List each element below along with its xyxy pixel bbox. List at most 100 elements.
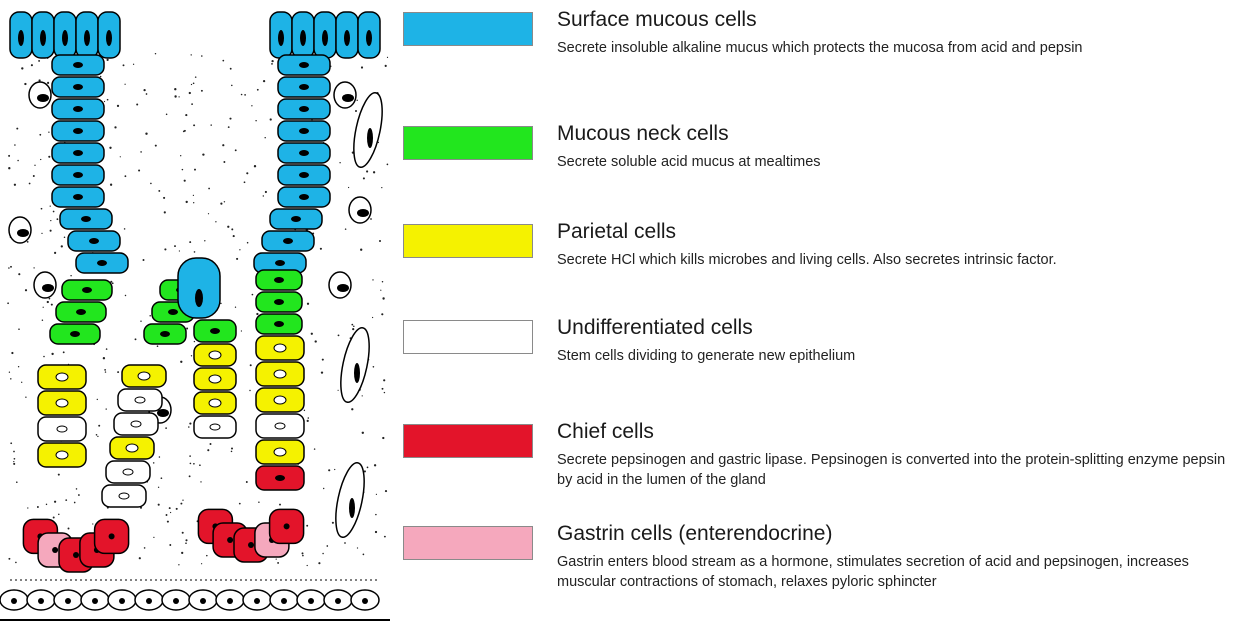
tissue-dot	[117, 105, 119, 107]
tissue-dot	[246, 172, 248, 174]
tissue-dot	[97, 399, 98, 400]
tissue-dot	[194, 169, 196, 171]
tissue-dot	[189, 241, 191, 243]
tissue-dot	[207, 449, 209, 451]
tissue-dot	[189, 455, 191, 457]
tissue-dot	[363, 554, 365, 556]
tissue-dot	[236, 258, 238, 260]
tissue-dot	[140, 151, 142, 153]
basal-cell-nucleus	[200, 598, 206, 604]
basal-cell-nucleus	[254, 598, 260, 604]
tissue-dot	[178, 96, 179, 97]
tissue-dot	[188, 426, 190, 428]
tissue-dot	[38, 60, 40, 62]
cell-nucleus	[299, 62, 309, 68]
legend-description: Secrete HCl which kills microbes and liv…	[557, 250, 1237, 270]
tissue-dot	[123, 64, 125, 66]
tissue-dot	[76, 488, 78, 490]
tissue-dot	[247, 242, 249, 244]
tissue-dot	[382, 281, 383, 282]
tissue-dot	[311, 333, 313, 335]
tissue-dot	[104, 369, 106, 371]
tissue-dot	[110, 184, 112, 186]
tissue-dot	[8, 155, 10, 157]
cell-nucleus	[160, 331, 170, 337]
tissue-dot	[387, 57, 388, 58]
tissue-dot	[178, 564, 179, 565]
tissue-dot	[332, 522, 334, 524]
cell-nucleus	[274, 396, 286, 404]
tissue-dot	[193, 195, 194, 196]
tissue-dot	[27, 241, 29, 243]
tissue-dot	[381, 313, 383, 315]
cell-nucleus	[210, 424, 220, 430]
tissue-dot	[174, 88, 176, 90]
cell-nucleus	[275, 423, 285, 429]
legend-title: Chief cells	[557, 420, 654, 444]
tissue-dot	[11, 352, 13, 354]
fibroblast-nucleus	[367, 128, 373, 148]
tissue-dot	[144, 547, 146, 549]
tissue-dot	[189, 475, 191, 477]
tissue-dot	[25, 289, 27, 291]
tissue-dot	[31, 64, 33, 66]
tissue-dot	[106, 408, 107, 409]
tissue-dot	[13, 463, 15, 465]
tissue-dot	[50, 205, 51, 206]
tissue-dot	[208, 188, 210, 190]
tissue-dot	[322, 359, 324, 361]
tissue-dot	[47, 82, 49, 84]
cell-nucleus	[57, 426, 67, 432]
tissue-dot	[181, 552, 183, 554]
tissue-dot	[326, 545, 328, 547]
tissue-dot	[224, 201, 225, 202]
tissue-dot	[48, 156, 50, 158]
tissue-dot	[348, 187, 349, 188]
tissue-dot	[227, 226, 229, 228]
legend-title: Mucous neck cells	[557, 122, 729, 146]
tissue-dot	[46, 504, 47, 505]
tissue-dot	[321, 371, 323, 373]
tissue-dot	[114, 126, 116, 128]
tissue-dot	[210, 443, 212, 445]
tissue-dot	[351, 324, 353, 326]
tissue-dot	[140, 320, 141, 321]
tissue-dot	[124, 84, 125, 85]
tissue-dot	[174, 95, 176, 97]
cell-nucleus	[106, 30, 112, 46]
cell-nucleus	[299, 84, 309, 90]
tissue-dot	[180, 503, 182, 505]
tissue-dot	[318, 562, 320, 564]
tissue-dot	[215, 221, 216, 222]
swatch-mucous-neck	[403, 126, 533, 160]
basal-cell-nucleus	[362, 598, 368, 604]
tissue-dot	[235, 307, 236, 308]
tissue-dot	[14, 144, 16, 146]
tissue-dot	[231, 228, 233, 230]
tissue-dot	[375, 514, 376, 515]
tissue-dot	[302, 552, 304, 554]
cell-nucleus	[274, 344, 286, 352]
tissue-dot	[10, 442, 12, 444]
tissue-dot	[363, 177, 365, 179]
legend-description: Secrete soluble acid mucus at mealtimes	[557, 152, 1237, 172]
tissue-dot	[139, 557, 141, 559]
tissue-dot	[158, 504, 160, 506]
tissue-dot	[53, 517, 55, 519]
tissue-dot	[191, 355, 192, 356]
tissue-dot	[307, 303, 309, 305]
basal-cell-nucleus	[92, 598, 98, 604]
tissue-dot	[27, 507, 28, 508]
tissue-dot	[246, 481, 248, 483]
tissue-dot	[185, 114, 187, 116]
cell-nucleus	[299, 172, 309, 178]
tissue-dot	[143, 89, 145, 91]
cell-nucleus	[62, 30, 68, 46]
cell-nucleus	[76, 309, 86, 315]
tissue-dot	[323, 488, 324, 489]
basal-cell-nucleus	[335, 598, 341, 604]
cell-nucleus	[73, 106, 83, 112]
cell-nucleus	[248, 542, 254, 548]
tissue-dot	[194, 341, 195, 342]
tissue-dot	[180, 155, 181, 156]
